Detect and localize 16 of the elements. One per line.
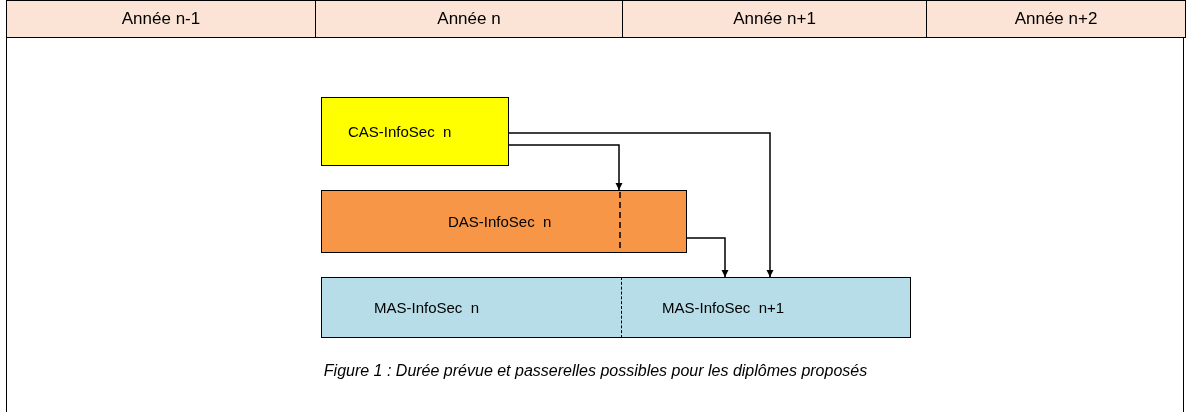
- course-name: CAS-InfoSec n: [348, 123, 452, 140]
- course-box: [321, 190, 687, 253]
- figure-caption: Figure 1 : Durée prévue et passerelles possibles pour les diplômes proposés: [323, 362, 868, 379]
- year-label: Année n+1: [733, 9, 816, 29]
- arrow: [686, 237, 729, 278]
- course-box: [321, 277, 623, 338]
- year-label: Année n+2: [1014, 9, 1098, 29]
- arrow: [508, 144, 623, 191]
- year-label: Année n: [437, 9, 501, 29]
- course-name: DAS-InfoSec n: [448, 213, 552, 230]
- course-name: MAS-InfoSec n: [374, 299, 480, 316]
- course-box: [621, 277, 911, 338]
- arrow: [508, 132, 774, 278]
- course-box: [321, 97, 509, 166]
- year-label: Année n-1: [121, 9, 201, 29]
- course-name: MAS-InfoSec n+1: [662, 299, 785, 316]
